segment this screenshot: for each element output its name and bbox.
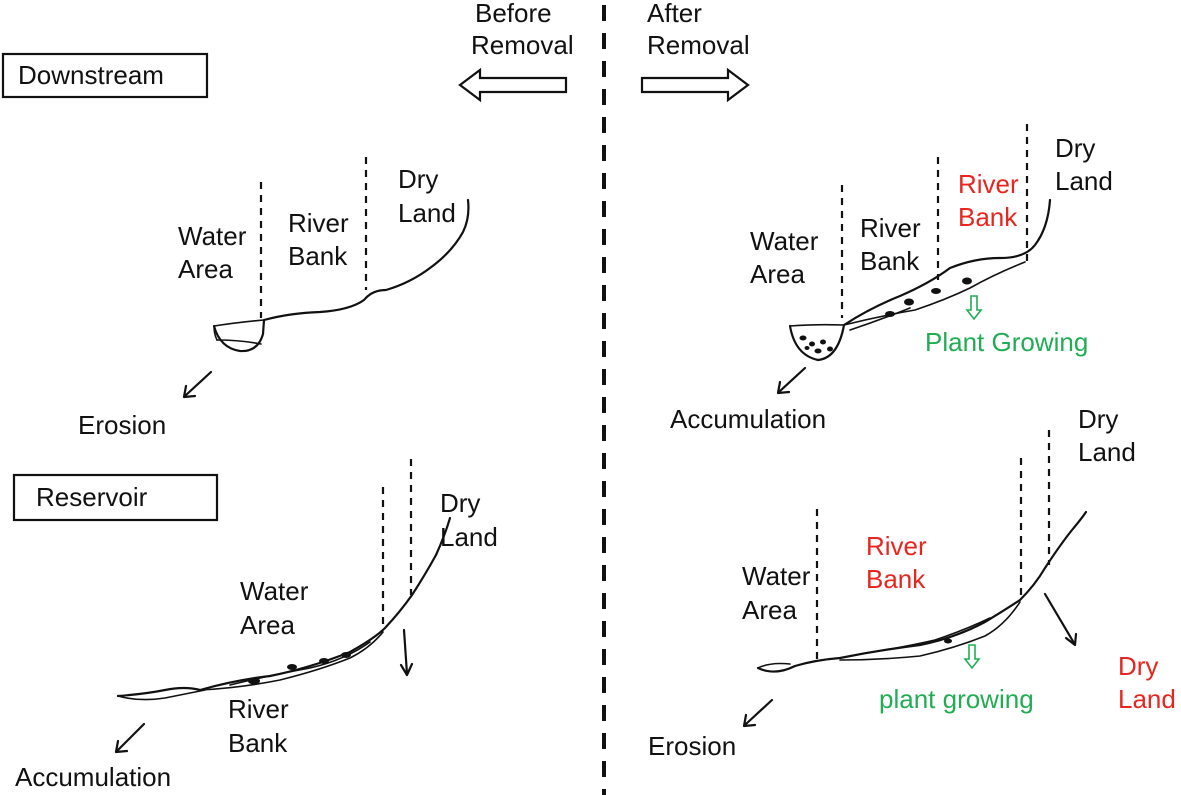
river-bank-red-label-2: Bank bbox=[958, 202, 1018, 232]
pebble bbox=[931, 288, 941, 294]
after-removal-label-line1: After bbox=[647, 0, 702, 28]
before-removal-label-line2: Removal bbox=[471, 30, 574, 60]
water-area-label-1: Water bbox=[742, 561, 811, 591]
after-removal-label-line2: Removal bbox=[647, 30, 750, 60]
pebble bbox=[944, 638, 952, 644]
river-bank-label-1: River bbox=[288, 208, 349, 238]
process-label: Erosion bbox=[648, 731, 736, 761]
water-area-label-2: Area bbox=[742, 595, 797, 625]
water-area-label-1: Water bbox=[178, 221, 247, 251]
plant-growing-label: Plant Growing bbox=[925, 327, 1088, 357]
process-label: Accumulation bbox=[670, 404, 826, 434]
reservoir-box bbox=[12, 473, 219, 522]
water-area-label-2: Area bbox=[178, 254, 233, 284]
river-bank-label-2: Bank bbox=[228, 728, 288, 758]
river-bank-red-label-1: River bbox=[958, 169, 1019, 199]
pebble bbox=[804, 346, 810, 350]
pebble bbox=[248, 677, 260, 685]
dry-land-label-1: Dry bbox=[1078, 404, 1118, 434]
pebble bbox=[885, 311, 895, 317]
downstream-after-diagram: Water Area River Bank River Bank Dry Lan… bbox=[670, 124, 1113, 434]
accumulation-arrow-shaft bbox=[778, 366, 807, 393]
sediment-pebbles bbox=[944, 638, 952, 644]
process-label: Accumulation bbox=[15, 762, 171, 792]
channel-layer bbox=[216, 339, 262, 345]
bank-lower-line bbox=[839, 601, 1021, 661]
slope-arrow-shaft bbox=[1043, 592, 1076, 645]
bank-lower-line bbox=[199, 631, 384, 691]
channel-top bbox=[213, 319, 265, 327]
pebble bbox=[799, 335, 807, 341]
shore-lower-line bbox=[117, 689, 206, 701]
reservoir-before-diagram: Water Area River Bank Dry Land Accumulat… bbox=[15, 459, 498, 792]
channel-top bbox=[789, 323, 845, 327]
plant-growing-arrow-icon bbox=[965, 295, 983, 321]
erosion-arrow-shaft bbox=[184, 370, 213, 397]
dry-land-label-2: Land bbox=[440, 522, 498, 552]
dry-land-label-1: Dry bbox=[398, 164, 438, 194]
ground-profile bbox=[756, 510, 1088, 673]
river-bank-label-2: Bank bbox=[288, 241, 348, 271]
ground-profile bbox=[116, 516, 452, 698]
dry-land-label-1: Dry bbox=[1055, 133, 1095, 163]
accumulation-arrow-icon bbox=[114, 739, 129, 754]
downstream-box bbox=[1, 52, 209, 99]
sediment-pebbles bbox=[799, 277, 972, 354]
water-area-label-2: Area bbox=[240, 610, 295, 640]
accumulation-arrow-icon bbox=[776, 380, 791, 395]
erosion-arrow-icon bbox=[182, 384, 197, 399]
downstream-before-diagram: Water Area River Bank Dry Land Erosion bbox=[78, 157, 470, 440]
right-arrow-icon bbox=[640, 67, 750, 103]
pebble bbox=[341, 652, 351, 658]
before-removal-label-line1: Before bbox=[475, 0, 552, 28]
plant-growing-label: plant growing bbox=[879, 684, 1034, 714]
pebble bbox=[904, 298, 914, 306]
pebble bbox=[809, 341, 815, 347]
down-arrow-icon bbox=[399, 662, 414, 677]
sediment-pebbles bbox=[248, 652, 351, 685]
reservoir-after-diagram: Water Area River Bank Dry Land Dry Land … bbox=[648, 404, 1176, 761]
channel-edge bbox=[213, 325, 218, 341]
pebble bbox=[820, 339, 826, 345]
river-bank-label-1: River bbox=[860, 213, 921, 243]
river-bank-label-1: River bbox=[228, 694, 289, 724]
ground-profile bbox=[212, 198, 470, 353]
pebble bbox=[287, 664, 297, 670]
pebble bbox=[814, 348, 822, 354]
shore-lower-line bbox=[757, 662, 791, 669]
slope-arrow-icon bbox=[1064, 632, 1078, 647]
bank-layer-line bbox=[859, 617, 991, 655]
dry-land-label-2: Land bbox=[398, 198, 456, 228]
down-arrow-shaft bbox=[402, 628, 409, 676]
bank-lower-line bbox=[843, 261, 1026, 326]
water-area-label-2: Area bbox=[750, 259, 805, 289]
water-area-label-1: Water bbox=[750, 226, 819, 256]
dry-land-label-1: Dry bbox=[440, 488, 480, 518]
dry-land-red-label-2: Land bbox=[1118, 684, 1176, 714]
river-bank-red-label-1: River bbox=[866, 531, 927, 561]
pebble bbox=[962, 277, 972, 285]
ground-profile bbox=[788, 198, 1052, 362]
process-label: Erosion bbox=[78, 410, 166, 440]
erosion-arrow-shaft bbox=[744, 698, 774, 726]
accumulation-arrow-shaft bbox=[116, 722, 146, 752]
left-arrow-icon bbox=[458, 67, 568, 103]
river-bank-label-2: Bank bbox=[860, 246, 920, 276]
erosion-arrow-icon bbox=[742, 713, 757, 728]
bank-layer-line bbox=[849, 307, 911, 331]
dry-land-label-2: Land bbox=[1078, 437, 1136, 467]
reservoir-label: Reservoir bbox=[36, 482, 148, 512]
pebble bbox=[319, 658, 329, 664]
plant-growing-arrow-icon bbox=[963, 644, 981, 670]
dry-land-label-2: Land bbox=[1055, 166, 1113, 196]
dry-land-red-label-1: Dry bbox=[1118, 651, 1158, 681]
water-area-label-1: Water bbox=[240, 576, 309, 606]
downstream-label: Downstream bbox=[18, 60, 164, 90]
river-bank-red-label-2: Bank bbox=[866, 564, 926, 594]
pebble bbox=[827, 346, 833, 352]
